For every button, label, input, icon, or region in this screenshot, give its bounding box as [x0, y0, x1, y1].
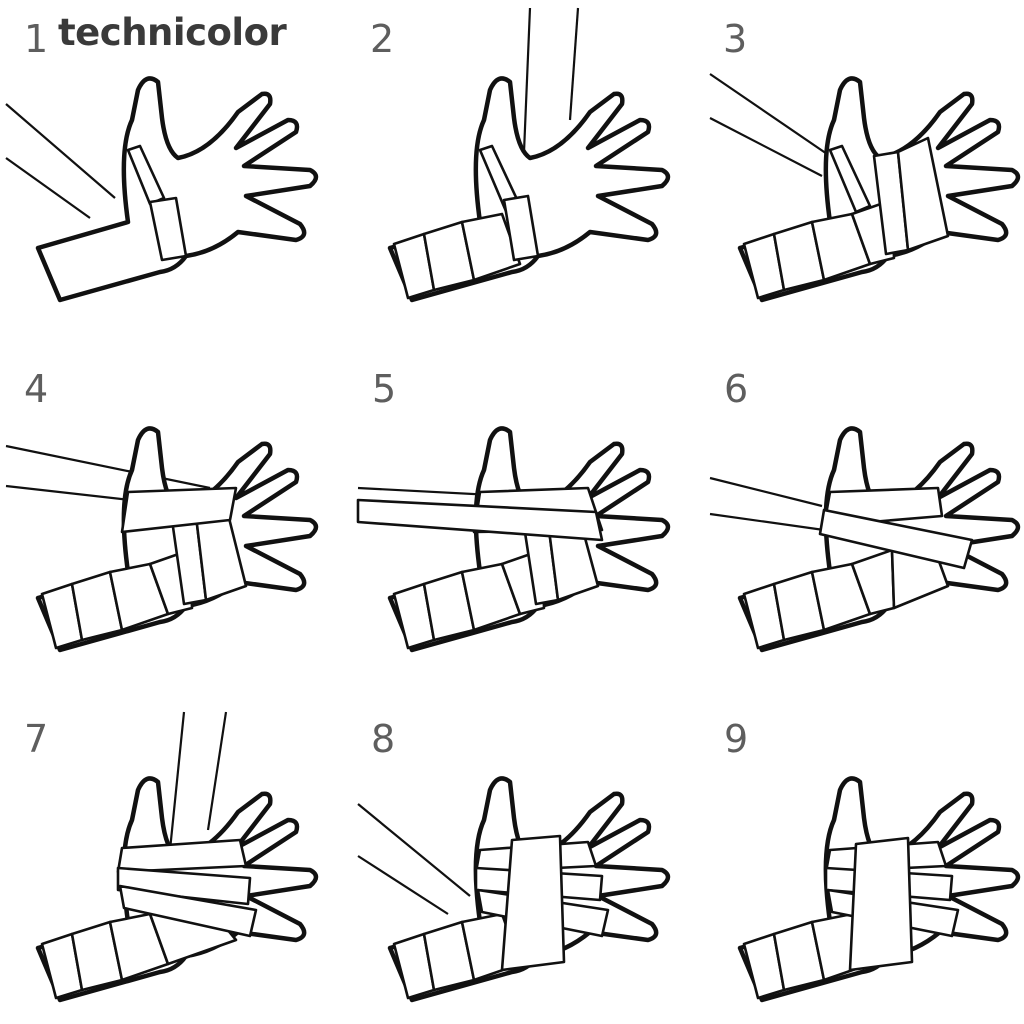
step-number-5: 5 [372, 367, 397, 411]
step-number-6: 6 [724, 367, 749, 411]
step-number-7: 7 [24, 717, 49, 761]
panel-9 [740, 778, 1018, 1000]
step-number-4: 4 [24, 367, 49, 411]
panel-8 [357, 778, 668, 1000]
step-number-2: 2 [370, 17, 395, 61]
panel-5 [356, 428, 668, 650]
step-number-9: 9 [724, 717, 749, 761]
panel-2 [390, 7, 668, 300]
step-number-1: 1 [24, 17, 49, 61]
step-number-8: 8 [371, 717, 396, 761]
panel-7 [38, 711, 316, 1000]
panel-3 [709, 73, 1018, 300]
brand-watermark: technicolor [58, 11, 287, 54]
panel-1 [5, 78, 316, 300]
panel-4 [5, 428, 316, 650]
step-number-3: 3 [723, 17, 748, 61]
panel-6 [709, 428, 1018, 650]
